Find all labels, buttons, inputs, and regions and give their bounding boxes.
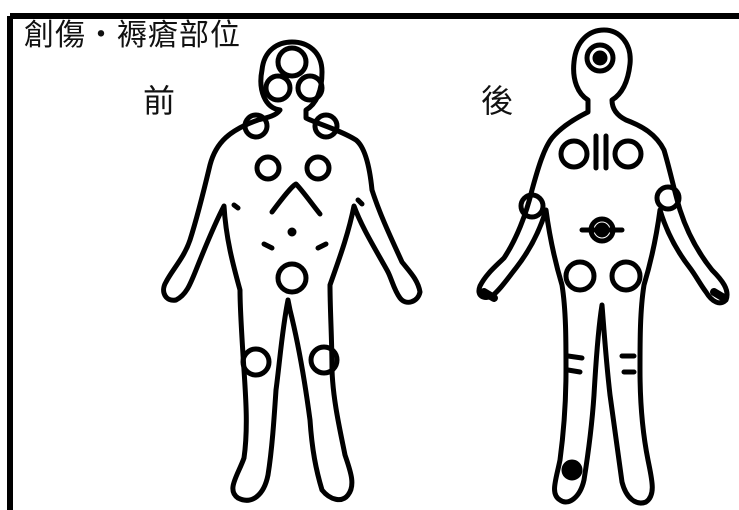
front-pelvis-marker bbox=[278, 264, 306, 292]
front-ribcage-line bbox=[272, 184, 320, 214]
front-view-label: 前 bbox=[143, 76, 175, 122]
front-body-figure bbox=[164, 42, 420, 500]
back-buttock-right-marker bbox=[612, 262, 640, 290]
front-chest-right-marker bbox=[307, 157, 329, 179]
back-knee-left-mark bbox=[568, 356, 582, 372]
back-knee-right-mark bbox=[622, 356, 634, 372]
front-head-marker bbox=[278, 48, 306, 76]
back-body-figure bbox=[479, 30, 727, 503]
diagram-title: 創傷・褥瘡部位 bbox=[24, 10, 241, 54]
back-heel-left-marker bbox=[564, 462, 580, 478]
front-knee-left-marker bbox=[243, 349, 269, 375]
back-body-outline bbox=[479, 30, 727, 503]
back-scapula-left-marker bbox=[561, 141, 587, 167]
front-elbow-right-mark bbox=[358, 200, 362, 204]
back-buttock-left-marker bbox=[566, 262, 594, 290]
back-scapula-right-marker bbox=[615, 141, 641, 167]
back-view-label: 後 bbox=[481, 76, 513, 122]
front-navel bbox=[290, 230, 294, 234]
front-chest-left-marker bbox=[257, 157, 279, 179]
back-hand-right-fill bbox=[714, 292, 724, 298]
front-body-outline bbox=[164, 42, 420, 500]
front-waist-line bbox=[264, 244, 326, 248]
back-spine-upper bbox=[596, 136, 606, 168]
back-hand-left-fill bbox=[484, 292, 494, 298]
back-head-center bbox=[595, 53, 605, 63]
front-elbow-left-mark bbox=[234, 205, 238, 208]
front-ear-left-marker bbox=[266, 76, 290, 100]
